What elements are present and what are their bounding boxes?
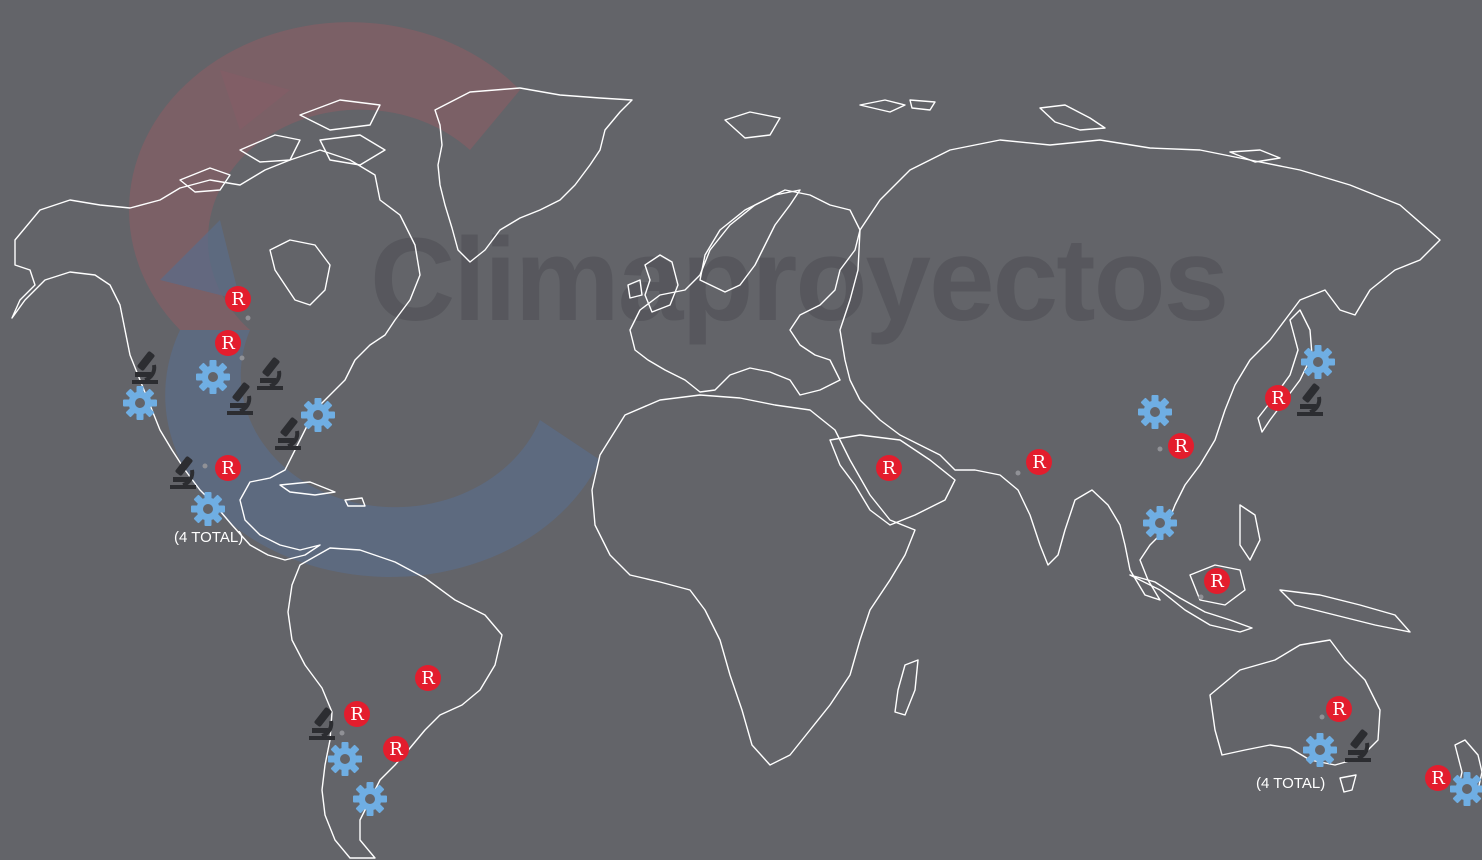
gear-icon[interactable] bbox=[1143, 506, 1177, 540]
gear-icon[interactable] bbox=[196, 360, 230, 394]
gear-icon[interactable] bbox=[1450, 772, 1482, 806]
r-logo-icon[interactable]: R bbox=[415, 665, 441, 691]
location-dot bbox=[202, 463, 208, 469]
location-dot bbox=[1157, 446, 1163, 452]
microscope-icon[interactable] bbox=[257, 357, 283, 390]
svg-text:R: R bbox=[882, 458, 896, 479]
oceania-total-label: (4 TOTAL) bbox=[1256, 775, 1326, 792]
r-logo-icon[interactable]: R bbox=[344, 701, 370, 727]
svg-text:R: R bbox=[1210, 571, 1224, 592]
svg-text:R: R bbox=[231, 289, 245, 310]
gear-icon[interactable] bbox=[328, 742, 362, 776]
r-logo-icon[interactable]: R bbox=[1425, 765, 1451, 791]
r-logo-icon[interactable]: R bbox=[1168, 433, 1194, 459]
coastline-europe bbox=[629, 189, 861, 396]
microscope-icon[interactable] bbox=[309, 707, 335, 740]
coastline-caribbean bbox=[279, 481, 366, 507]
svg-text:R: R bbox=[221, 333, 235, 354]
coastline-north-america bbox=[11, 149, 421, 561]
r-logo-icon[interactable]: R bbox=[383, 736, 409, 762]
coastline-scandinavia bbox=[699, 189, 801, 293]
svg-text:R: R bbox=[221, 458, 235, 479]
r-logo-icon[interactable]: R bbox=[225, 286, 251, 312]
svg-text:R: R bbox=[1431, 768, 1445, 789]
gear-icon[interactable] bbox=[1138, 395, 1172, 429]
gear-icon[interactable] bbox=[1303, 733, 1337, 767]
svg-text:R: R bbox=[1174, 436, 1188, 457]
location-dot bbox=[245, 315, 251, 321]
north-america-total-label: (4 TOTAL) bbox=[174, 529, 244, 546]
coastline-asia bbox=[839, 139, 1441, 601]
watermark-brand-name: Climaproyectos bbox=[370, 214, 1227, 346]
r-logo-icon[interactable]: R bbox=[1326, 696, 1352, 722]
coastline-greenland bbox=[434, 87, 633, 263]
microscope-icon[interactable] bbox=[170, 456, 196, 489]
coastline-africa bbox=[591, 394, 916, 766]
svg-text:R: R bbox=[1271, 388, 1285, 409]
svg-text:R: R bbox=[1032, 452, 1046, 473]
r-logo-icon[interactable]: R bbox=[1204, 568, 1230, 594]
r-logo-icon[interactable]: R bbox=[1265, 385, 1291, 411]
microscope-icon[interactable] bbox=[1345, 729, 1371, 762]
microscope-icon[interactable] bbox=[1297, 383, 1323, 416]
r-logo-icon[interactable]: R bbox=[876, 455, 902, 481]
coastline-australia bbox=[1209, 639, 1381, 766]
gear-icon[interactable] bbox=[301, 398, 335, 432]
gear-icon[interactable] bbox=[191, 492, 225, 526]
svg-text:R: R bbox=[389, 739, 403, 760]
location-dot bbox=[1015, 470, 1021, 476]
gear-icon[interactable] bbox=[123, 386, 157, 420]
location-markers: R R R R R R R R R R R R R bbox=[123, 286, 1482, 816]
microscope-icon[interactable] bbox=[227, 382, 253, 415]
coastline-arctic-russia bbox=[1039, 104, 1281, 163]
coastline-svalbard bbox=[724, 99, 936, 139]
coastline-uk bbox=[627, 254, 679, 313]
svg-text:R: R bbox=[350, 704, 364, 725]
gear-icon[interactable] bbox=[353, 782, 387, 816]
watermark-logo: Climaproyectos bbox=[129, 22, 1229, 578]
svg-text:R: R bbox=[421, 668, 435, 689]
location-dot bbox=[339, 730, 345, 736]
r-logo-icon[interactable]: R bbox=[215, 330, 241, 356]
location-dot bbox=[239, 355, 245, 361]
location-dot bbox=[1319, 714, 1325, 720]
coastline-arabia bbox=[829, 434, 956, 526]
microscope-icon[interactable] bbox=[132, 351, 158, 384]
coastline-indonesia bbox=[1129, 504, 1411, 633]
coastline-tasmania bbox=[1339, 774, 1357, 793]
coastline-japan bbox=[1257, 309, 1313, 433]
location-dot bbox=[1198, 594, 1204, 600]
coastline-arctic-islands bbox=[179, 99, 386, 193]
svg-text:R: R bbox=[1332, 699, 1346, 720]
coastline-hudson-bay bbox=[269, 239, 331, 306]
gear-icon[interactable] bbox=[1301, 345, 1335, 379]
coastline-madagascar bbox=[894, 659, 919, 716]
coastline-south-america bbox=[287, 547, 503, 859]
r-logo-icon[interactable]: R bbox=[215, 455, 241, 481]
r-logo-icon[interactable]: R bbox=[1026, 449, 1052, 475]
microscope-icon[interactable] bbox=[275, 417, 301, 450]
